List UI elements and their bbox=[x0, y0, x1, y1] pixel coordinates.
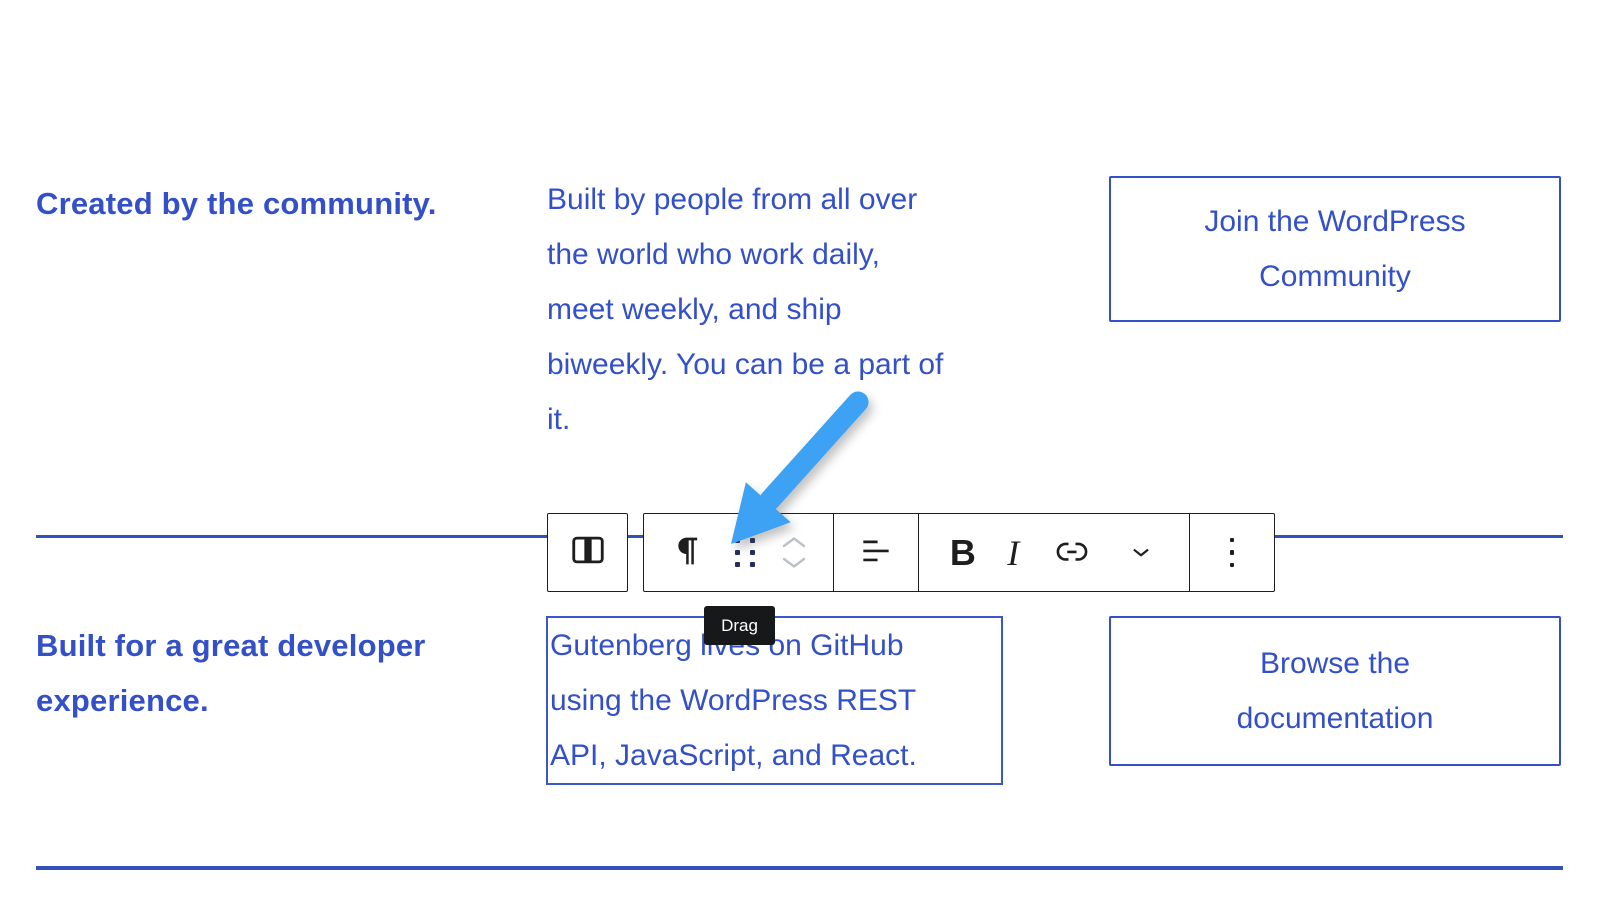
bold-button[interactable]: B bbox=[950, 514, 976, 591]
toolbar-segment-options bbox=[1189, 514, 1274, 591]
tooltip-label: Drag bbox=[721, 615, 758, 635]
heading-line: Built for a great developer bbox=[36, 628, 426, 663]
move-down-icon bbox=[782, 557, 806, 568]
drag-handle[interactable] bbox=[735, 514, 756, 591]
bold-icon: B bbox=[949, 531, 976, 573]
kebab-menu-icon bbox=[1229, 537, 1235, 568]
italic-icon: I bbox=[1007, 532, 1020, 573]
options-menu-button[interactable] bbox=[1229, 514, 1235, 591]
block-mover[interactable] bbox=[781, 514, 807, 591]
chevron-down-icon bbox=[1124, 534, 1158, 571]
text-line: biweekly. You can be a part of bbox=[547, 348, 944, 381]
text-line: it. bbox=[547, 403, 571, 436]
move-up-icon bbox=[782, 537, 806, 548]
text-line: using the WordPress REST bbox=[550, 684, 917, 717]
button-label-line: Join the WordPress bbox=[1204, 205, 1466, 238]
heading-created-by-community[interactable]: Created by the community. bbox=[36, 176, 437, 231]
separator-line-bottom bbox=[36, 866, 1563, 870]
text-line: the world who work daily, bbox=[547, 238, 880, 271]
link-icon bbox=[1051, 530, 1093, 575]
selected-paragraph-block[interactable]: Gutenberg lives on GitHub using the Word… bbox=[546, 616, 1003, 785]
button-label-line: documentation bbox=[1236, 702, 1434, 735]
paragraph-community-text[interactable]: Built by people from all over the world … bbox=[547, 172, 943, 447]
heading-line: Created by the community. bbox=[36, 186, 437, 221]
move-up-down-icons bbox=[781, 536, 807, 569]
text-line: Built by people from all over bbox=[547, 183, 918, 216]
toolbar-segment-align bbox=[832, 514, 918, 591]
column-block-icon bbox=[569, 531, 607, 574]
button-label-line: Community bbox=[1259, 260, 1411, 293]
italic-button[interactable]: I bbox=[1007, 514, 1019, 591]
join-wordpress-community-button[interactable]: Join the WordPress Community bbox=[1109, 176, 1561, 322]
heading-developer-experience[interactable]: Built for a great developer experience. bbox=[36, 618, 426, 728]
select-parent-column-button[interactable] bbox=[547, 513, 628, 592]
heading-line: experience. bbox=[36, 683, 209, 718]
more-rich-text-button[interactable] bbox=[1124, 514, 1158, 591]
align-text-left-icon bbox=[857, 532, 895, 573]
text-line: Gutenberg lives on GitHub bbox=[550, 629, 904, 662]
link-button[interactable] bbox=[1051, 514, 1093, 591]
paragraph-block-button[interactable] bbox=[670, 514, 710, 591]
align-text-button[interactable] bbox=[857, 514, 895, 591]
button-label-line: Browse the bbox=[1259, 647, 1411, 680]
block-toolbar: B I bbox=[643, 513, 1275, 592]
text-line: meet weekly, and ship bbox=[547, 293, 842, 326]
toolbar-segment-formatting: B I bbox=[917, 514, 1190, 591]
text-line: API, JavaScript, and React. bbox=[550, 739, 917, 772]
paragraph-icon bbox=[670, 531, 710, 574]
browse-documentation-button[interactable]: Browse the documentation bbox=[1109, 616, 1561, 766]
drag-tooltip: Drag bbox=[704, 606, 775, 645]
toolbar-segment-block-tools bbox=[644, 514, 833, 591]
drag-handle-icon bbox=[735, 538, 756, 567]
